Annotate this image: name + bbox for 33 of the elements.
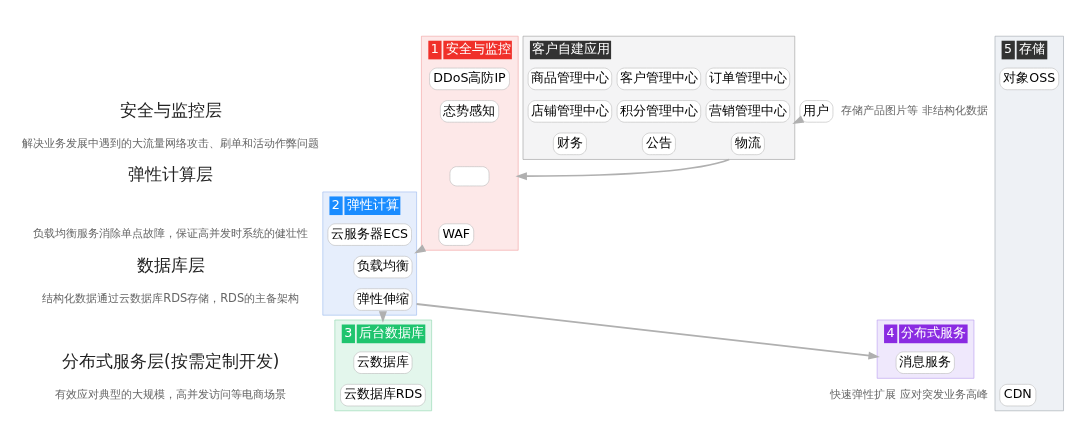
node-box: 物流: [731, 132, 765, 155]
node-box: 订单管理中心: [705, 67, 790, 90]
arrow: [415, 302, 880, 360]
node-box: DDoS高防IP: [429, 67, 510, 90]
node-box: 态势感知: [440, 99, 499, 122]
node-box: 积分管理中心: [616, 99, 701, 122]
node-box: [449, 165, 490, 186]
node-box: 营销管理中心: [705, 99, 790, 122]
label: 快速弹性扩展 应对突发业务高峰: [830, 387, 988, 401]
node-box: 消息服务: [895, 351, 955, 374]
arrow: [515, 158, 731, 180]
node-box: 云数据库RDS: [340, 383, 426, 406]
label: 负载均衡服务消除单点故障，保证高并发时系统的健壮性: [33, 225, 309, 240]
node-box: 客户管理中心: [616, 67, 701, 90]
label: 数据库层: [136, 254, 205, 275]
node-box: 财务: [553, 132, 587, 155]
label: 分布式服务层(按需定制开发): [62, 350, 280, 371]
label: 安全与监控层: [119, 99, 222, 120]
node-box: 店铺管理中心: [527, 99, 612, 122]
node-box: 商品管理中心: [527, 67, 612, 90]
node-box: 云服务器ECS: [327, 223, 412, 246]
label: 弹性计算层: [128, 163, 214, 184]
label: 解决业务发展中遇到的大流量网络攻击、刷单和活动作弊问题: [22, 135, 320, 150]
node-box: 云数据库: [353, 351, 413, 374]
label: 存储产品图片等 非结构化数据: [841, 103, 988, 117]
node-box: CDN: [999, 383, 1037, 406]
node-box: 负载均衡: [353, 255, 413, 278]
node-box: 对象OSS: [999, 67, 1059, 90]
label: 有效应对典型的大规模，高并发访问等电商场景: [55, 386, 287, 401]
node-box: 公告: [642, 132, 676, 155]
node-box: WAF: [438, 223, 474, 246]
node-box: 弹性伸缩: [353, 287, 413, 311]
label: 结构化数据通过云数据库RDS存储，RDS的主备架构: [42, 290, 300, 305]
